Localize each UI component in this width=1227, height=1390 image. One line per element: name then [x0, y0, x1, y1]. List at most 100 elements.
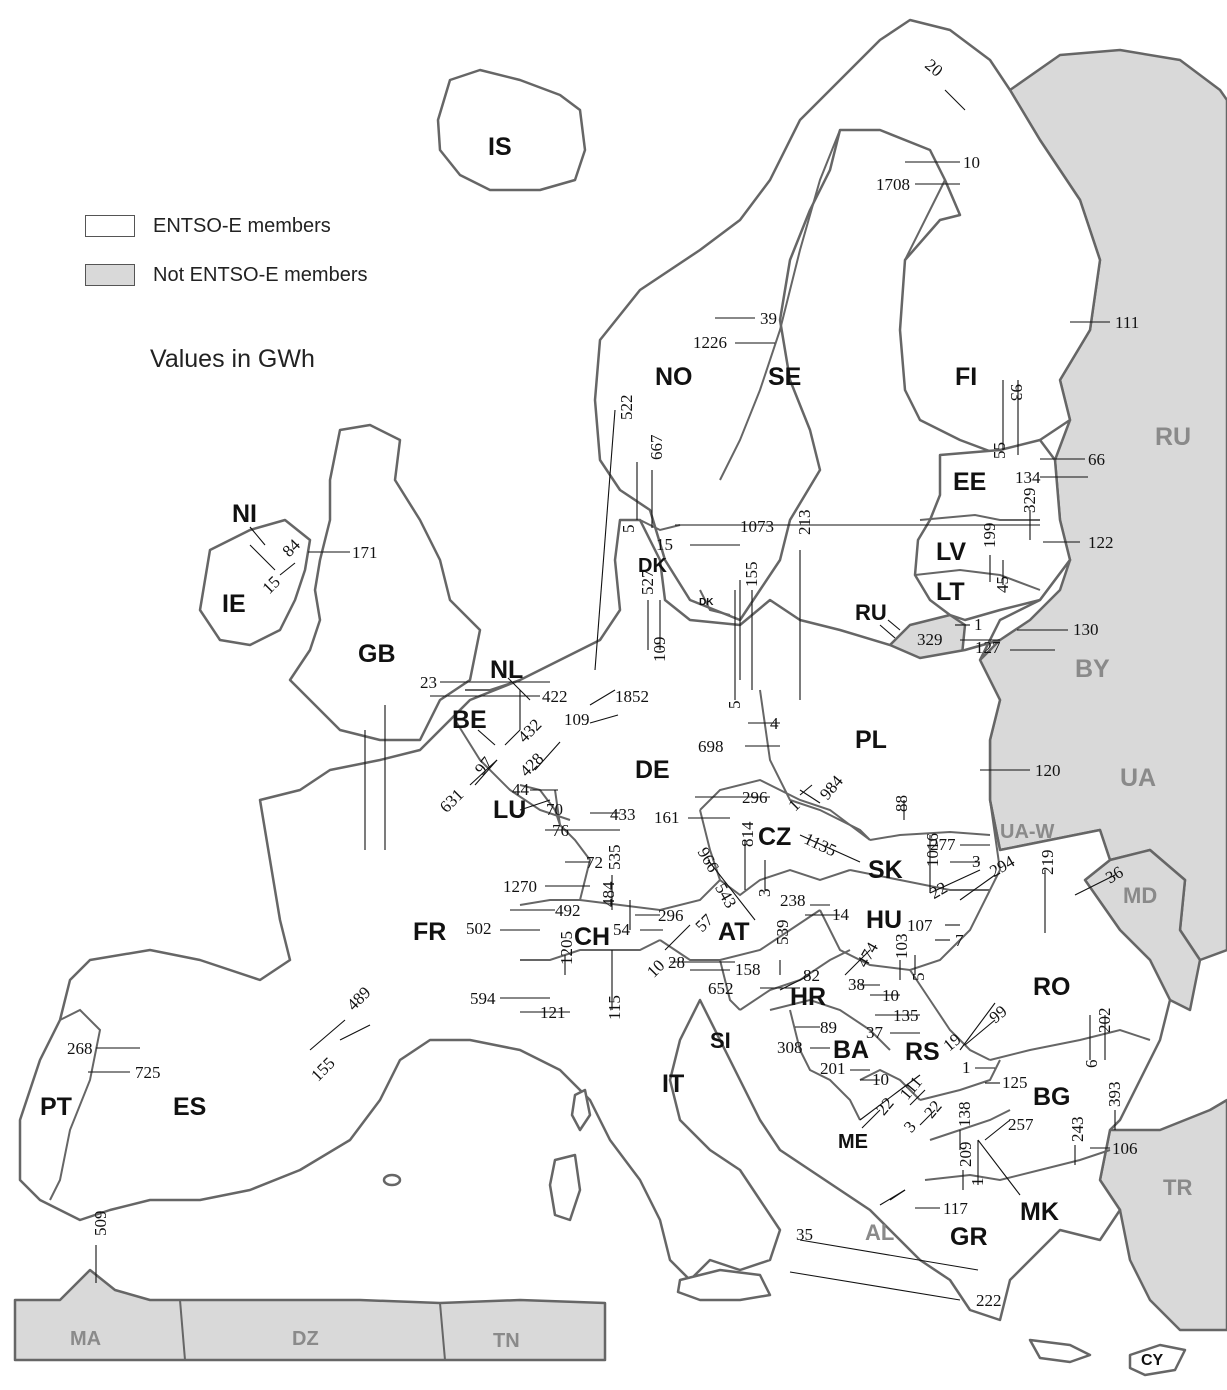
- flow-value: 308: [777, 1038, 803, 1057]
- legend-member-swatch: [85, 215, 135, 237]
- flow-value: 6: [1082, 1060, 1101, 1069]
- flow-value: 199: [980, 523, 999, 549]
- flow-value: 88: [892, 795, 911, 812]
- flow-value: 117: [943, 1199, 968, 1218]
- country-code: HU: [866, 906, 902, 934]
- country-code: TN: [493, 1330, 520, 1352]
- flow-value: 268: [67, 1039, 93, 1058]
- flow-value: 329: [1020, 488, 1039, 514]
- flow-value: 106: [1112, 1139, 1138, 1158]
- flow-value: 23: [420, 673, 437, 692]
- country-code: PL: [855, 726, 887, 754]
- flow-value: 70: [546, 800, 563, 819]
- flow-value: 202: [1095, 1008, 1114, 1034]
- flow-value: 5: [725, 701, 744, 710]
- flow-value: 1073: [740, 517, 774, 536]
- country-code: PT: [40, 1093, 72, 1121]
- flow-value: 7: [955, 931, 964, 950]
- legend-member-label: ENTSO-E members: [153, 215, 331, 237]
- country-code: AT: [718, 918, 749, 946]
- flow-value: 1: [962, 1058, 971, 1077]
- country-code: IE: [222, 590, 246, 618]
- country-code: MA: [70, 1328, 101, 1350]
- flow-value: 161: [654, 808, 680, 827]
- country-code: SK: [868, 856, 903, 884]
- region-cy: [1128, 1343, 1187, 1377]
- flow-value: 296: [742, 788, 768, 807]
- flow-value: 89: [820, 1018, 837, 1037]
- flow-value: 527: [638, 569, 657, 595]
- flow-value: 171: [352, 543, 378, 562]
- leader-lines: [249, 526, 906, 1201]
- country-code: FI: [955, 363, 977, 391]
- flow-value: 243: [1068, 1117, 1087, 1143]
- nonmember-regions: [13, 48, 1227, 1362]
- country-code: RU: [855, 600, 887, 625]
- flow-value: 5: [909, 973, 928, 982]
- units-label: Values in GWh: [150, 345, 315, 373]
- country-code: RO: [1033, 973, 1071, 1001]
- flow-value: 28: [668, 953, 685, 972]
- country-code: HR: [790, 983, 826, 1011]
- country-code: RS: [905, 1038, 940, 1066]
- flow-value: 15: [656, 535, 673, 554]
- flow-value: 76: [552, 821, 569, 840]
- region-sicily: [676, 1268, 772, 1302]
- flow-value: 103: [892, 934, 911, 960]
- region-corsica: [570, 1088, 592, 1132]
- flow-value: 82: [803, 966, 820, 985]
- flow-value: 594: [470, 989, 496, 1008]
- flow-value: 1016: [923, 833, 942, 867]
- country-code: SI: [710, 1028, 731, 1053]
- flow-value: 238: [780, 891, 806, 910]
- flow-value: 667: [647, 434, 666, 460]
- region-sardinia: [548, 1153, 582, 1222]
- country-code: NL: [490, 656, 523, 684]
- flow-value: 522: [617, 395, 636, 421]
- region-tr: [1098, 1098, 1227, 1332]
- country-code: DE: [635, 756, 670, 784]
- flow-value: 329: [917, 630, 943, 649]
- flow-value: 130: [1073, 620, 1099, 639]
- flow-value: 35: [796, 1225, 813, 1244]
- country-code: UA: [1120, 764, 1156, 792]
- flow-value: 393: [1105, 1082, 1124, 1108]
- flow-arrows: [88, 89, 1116, 1301]
- country-code: DZ: [292, 1328, 319, 1350]
- country-code: NO: [655, 363, 693, 391]
- flow-value: 54: [613, 920, 631, 939]
- flow-value: 433: [610, 805, 636, 824]
- flow-value: 277: [930, 835, 956, 854]
- flow-value: 222: [976, 1291, 1002, 1310]
- flow-value: 107: [907, 916, 933, 935]
- region-is: [436, 68, 587, 192]
- flow-value: 109: [564, 710, 590, 729]
- country-code: BG: [1033, 1083, 1071, 1111]
- flow-value: 652: [708, 979, 734, 998]
- flow-value: 201: [820, 1059, 846, 1078]
- flow-value: 10: [872, 1070, 889, 1089]
- flow-value: 492: [555, 901, 581, 920]
- member-regions: [18, 18, 1187, 1377]
- flow-value: 725: [135, 1063, 161, 1082]
- flow-value: 10: [882, 986, 899, 1005]
- flow-value: 3: [972, 852, 981, 871]
- flow-value: 1270: [503, 877, 537, 896]
- flow-value: 10: [963, 153, 980, 172]
- region-ireland: [198, 518, 312, 647]
- country-code: BY: [1075, 655, 1110, 683]
- region-crete: [1028, 1338, 1092, 1364]
- flow-value: 4: [770, 714, 779, 733]
- flow-value: 3: [755, 889, 774, 898]
- flow-value: 257: [1008, 1115, 1034, 1134]
- flow-value: 14: [832, 905, 850, 924]
- legend-nonmember-label: Not ENTSO-E members: [153, 264, 368, 286]
- flow-value: 1205: [557, 931, 576, 965]
- flow-value: 135: [893, 1006, 919, 1025]
- country-code: DK: [638, 555, 667, 577]
- country-code: MD: [1123, 883, 1157, 908]
- country-code: NI: [232, 500, 257, 528]
- country-code: TR: [1163, 1175, 1192, 1200]
- country-code: BE: [452, 706, 487, 734]
- country-code: DK: [699, 597, 714, 608]
